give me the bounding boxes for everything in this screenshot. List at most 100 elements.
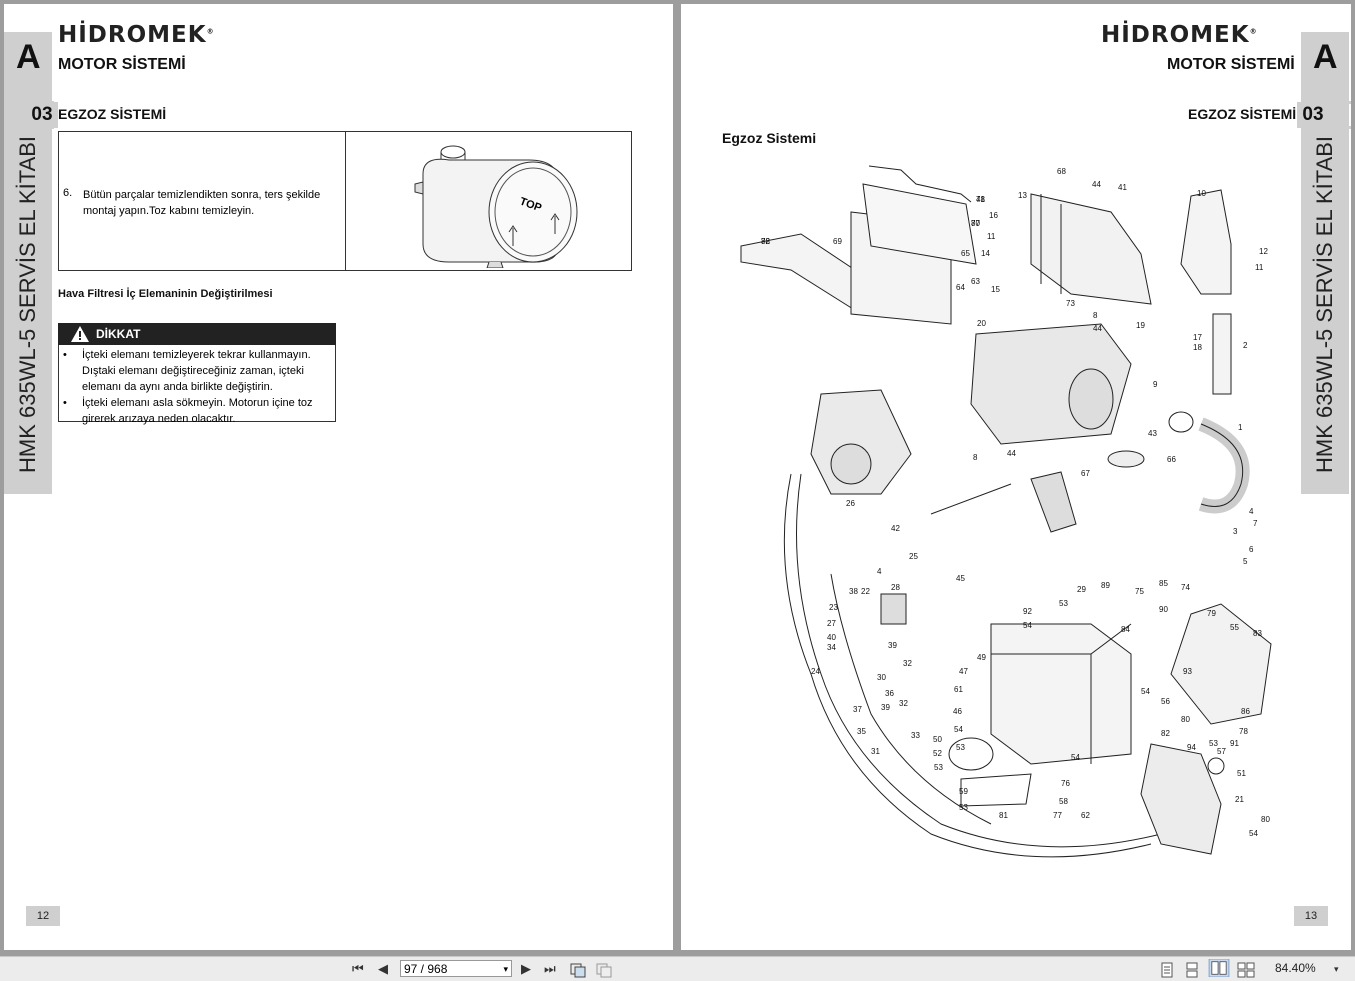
part-callout: 4 [877, 567, 882, 576]
part-callout: 64 [956, 283, 965, 292]
part-callout: 69 [833, 237, 842, 246]
part-callout: 54 [954, 725, 963, 734]
subsection-title: EGZOZ SİSTEMİ [1188, 106, 1297, 122]
side-title: HMK 635WL-5 SERVİS EL KİTABI [15, 135, 40, 473]
part-callout: 1 [1238, 423, 1243, 432]
continuous-view-icon[interactable] [1185, 961, 1199, 979]
part-callout: 44 [1007, 449, 1016, 458]
part-callout: 43 [1148, 429, 1157, 438]
part-callout: 87 [971, 219, 980, 228]
part-callout: 67 [1081, 469, 1090, 478]
part-callout: 7 [1253, 519, 1258, 528]
part-callout: 45 [956, 574, 965, 583]
part-callout: 28 [891, 583, 900, 592]
side-title-container: HMK 635WL-5 SERVİS EL KİTABI [1301, 136, 1349, 474]
part-callout: 68 [1057, 167, 1066, 176]
part-callout: 75 [1135, 587, 1144, 596]
part-callout: 85 [1159, 579, 1168, 588]
part-callout: 13 [1018, 191, 1027, 200]
part-callout: 88 [761, 237, 770, 246]
fit-width-icon[interactable] [569, 961, 587, 979]
part-callout: 50 [933, 735, 942, 744]
part-callout: 24 [811, 667, 820, 676]
subsection-number: 03 [26, 102, 58, 128]
procedure-title: Hava Filtresi İç Elemaninin Değiştirilme… [58, 288, 273, 300]
part-callout: 37 [853, 705, 862, 714]
part-callout: 89 [1101, 581, 1110, 590]
caution-item: İçteki elemanı asla sökmeyin. Motorun iç… [82, 397, 313, 425]
caution-header: DİKKAT [58, 323, 336, 345]
part-callout: 54 [1141, 687, 1150, 696]
brand-logo: HİDROMEK® [58, 22, 214, 48]
part-callout: 79 [1207, 609, 1216, 618]
page-number: 13 [1294, 906, 1328, 926]
part-callout: 46 [953, 707, 962, 716]
first-page-button[interactable]: ⏮ [352, 961, 364, 976]
part-callout: 54 [1023, 621, 1032, 630]
part-callout: 73 [1066, 299, 1075, 308]
part-callout: 76 [1061, 779, 1070, 788]
part-callout: 91 [1230, 739, 1239, 748]
part-callout: 44 [1093, 324, 1102, 333]
part-callout: 11 [1255, 263, 1264, 272]
part-callout: 74 [1181, 583, 1190, 592]
step-number: 6. [63, 187, 73, 199]
side-title-container: HMK 635WL-5 SERVİS EL KİTABI [4, 135, 52, 474]
part-callout: 17 [1193, 333, 1202, 342]
part-callout: 44 [1092, 180, 1101, 189]
part-callout: 39 [888, 641, 897, 650]
part-callout: 25 [909, 552, 918, 561]
subsection-number: 03 [1297, 102, 1329, 128]
part-callout: 15 [991, 285, 1000, 294]
part-callout: 6 [1249, 545, 1254, 554]
zoom-level[interactable]: 84.40% [1275, 961, 1316, 975]
part-callout: 38 [849, 587, 858, 596]
page-indicator: 97 / 968 [404, 962, 448, 976]
part-callout: 83 [1253, 629, 1262, 638]
part-callout: 52 [933, 749, 942, 758]
fit-page-icon[interactable] [595, 961, 613, 979]
part-callout: 94 [1187, 743, 1196, 752]
part-callout: 93 [1183, 667, 1192, 676]
part-callout: 53 [959, 803, 968, 812]
single-page-view-icon[interactable] [1160, 961, 1174, 979]
two-page-continuous-icon[interactable] [1237, 961, 1255, 979]
two-page-view-icon[interactable] [1208, 959, 1230, 977]
part-callout: 62 [1081, 811, 1090, 820]
part-callout: 86 [1241, 707, 1250, 716]
next-page-button[interactable]: ▶ [521, 961, 531, 976]
part-callout: 5 [1243, 557, 1248, 566]
part-callout: 30 [877, 673, 886, 682]
part-callout: 49 [977, 653, 986, 662]
part-callout: 42 [891, 524, 900, 533]
right-page: A HİDROMEK® MOTOR SİSTEMİ 03 EGZOZ SİSTE… [681, 4, 1351, 950]
brand-logo-text: HİDROMEK [1101, 22, 1250, 48]
subsection-title: EGZOZ SİSTEMİ [58, 106, 167, 122]
part-callout: 84 [1121, 625, 1130, 634]
part-callout: 82 [1161, 729, 1170, 738]
part-callout: 48 [976, 195, 985, 204]
part-callout: 3 [1233, 527, 1238, 536]
part-callout: 54 [1071, 753, 1080, 762]
zoom-dropdown-icon[interactable]: ▾ [1334, 964, 1339, 974]
step-text: Bütün parçalar temizlendikten sonra, ter… [83, 189, 321, 217]
part-callout: 71 [976, 195, 985, 204]
viewer-toolbar: ⏮ ◀ 97 / 968 ▾ ▶ ⏭ 84.40% ▾ [0, 956, 1355, 981]
part-callout: 56 [1161, 697, 1170, 706]
part-callout: 23 [829, 603, 838, 612]
part-callout: 80 [1261, 815, 1270, 824]
page-number: 12 [26, 906, 60, 926]
bullet: • [63, 397, 67, 409]
step-table: 6. Bütün parçalar temizlendikten sonra, … [58, 131, 632, 271]
part-callout: 20 [977, 319, 986, 328]
page-dropdown-icon[interactable]: ▾ [503, 964, 508, 974]
page-number-input[interactable]: 97 / 968 ▾ [400, 960, 512, 977]
part-callout: 18 [1193, 343, 1202, 352]
part-callout: 66 [1167, 455, 1176, 464]
part-callout: 34 [827, 643, 836, 652]
caution-title: DİKKAT [96, 327, 141, 341]
prev-page-button[interactable]: ◀ [378, 961, 388, 976]
part-callout: 4 [1249, 507, 1254, 516]
caution-box: • İçteki elemanı temizleyerek tekrar kul… [58, 345, 336, 425]
last-page-button[interactable]: ⏭ [544, 961, 556, 976]
